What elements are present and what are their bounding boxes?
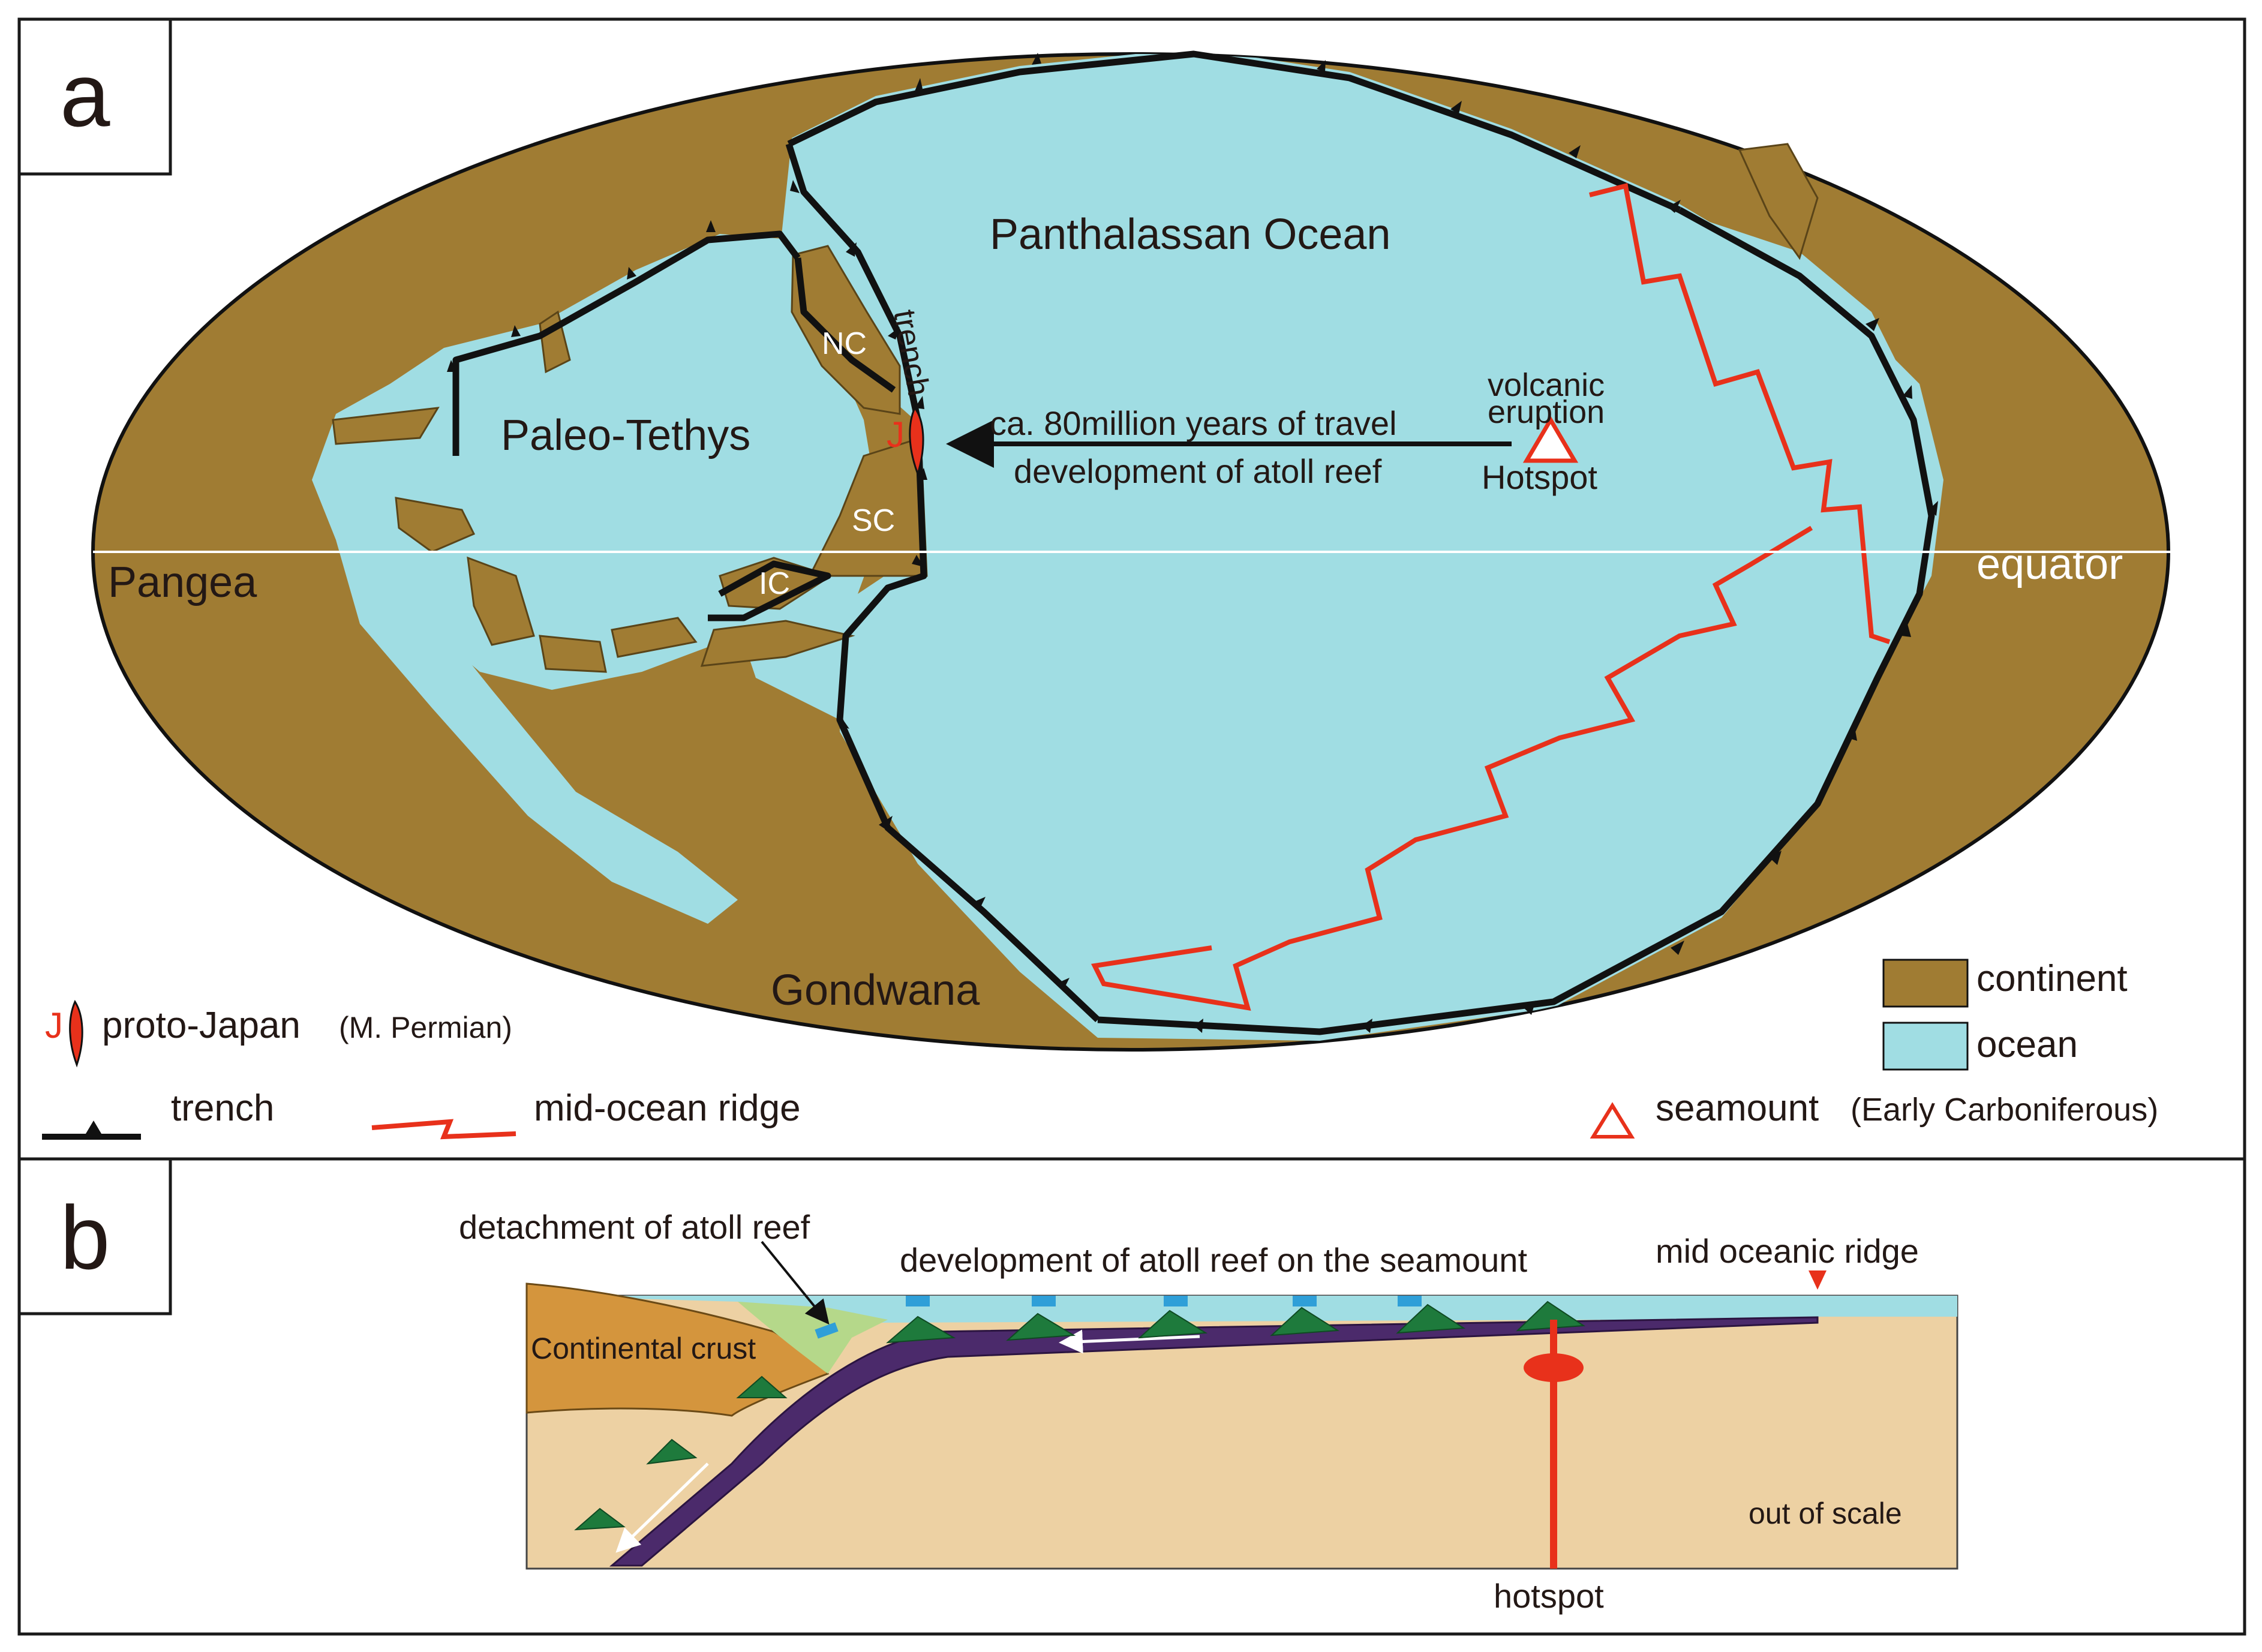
subducting-slab [609,1316,1819,1567]
hotspot-label: Hotspot [1482,458,1597,496]
atoll-reefs [815,1296,1422,1339]
east-sliver [1738,143,1819,260]
j-mark-label: J [887,414,905,455]
legend-seamount: seamount [1656,1088,1819,1129]
ic-label: IC [759,566,790,601]
hotspot-seamount-icon [1522,416,1579,463]
legend-ocean: ocean [1976,1024,2078,1065]
panel-b-frame [17,1157,2246,1636]
panthalassa-east-trench [1097,207,1935,1035]
trench-teeth [447,53,1938,1033]
ridge-label: mid oceanic ridge [1656,1232,1919,1270]
southern-embayment [336,540,738,924]
panthalassa-north-trench [787,50,1681,214]
nc-trench [794,257,896,393]
equator-label: equator [1976,540,2123,588]
legend-proto-japan-icon [69,999,83,1068]
slab-dip-arrow [615,1462,709,1553]
nc-label: NC [822,326,867,361]
tethys-north-trench [452,230,801,456]
tethys-island-1 [332,407,440,445]
slab-top-arrow [1059,1329,1200,1354]
legend-continent: continent [1976,958,2128,999]
travel-line-2: development of atoll reef [1014,452,1382,490]
ridge-marker-icon [1809,1270,1827,1290]
continental-crust-label: Continental crust [531,1332,756,1365]
legend-trench-symbol [42,1121,141,1140]
panel-b-letter-box [17,1157,172,1315]
panthalassan-ocean [780,54,1943,1041]
legend-seamount-age: (Early Carboniferous) [1851,1092,2158,1128]
detachment-leader [761,1240,830,1325]
seamounts [574,1300,1585,1531]
legend-trench: trench [171,1088,274,1129]
northwest-island [539,310,571,374]
ridge-north-east [1589,183,1891,644]
legend-proto-japan: proto-Japan [102,1005,301,1046]
development-label: development of atoll reef on the seamoun… [900,1241,1527,1279]
magma-chamber [1524,1353,1584,1382]
legend-seamount-icon [1590,1102,1635,1139]
gondwana-label: Gondwana [771,966,980,1014]
ocean-name: Panthalassan Ocean [990,211,1390,259]
legend-ridge-symbol [371,1119,516,1140]
sea-water [527,1296,1957,1323]
southern-strip-block [700,620,855,667]
panel-a-letter-box [17,17,172,176]
legend-ridge: mid-ocean ridge [534,1088,801,1129]
cross-section: detachment of atoll reef development of … [459,1208,1958,1615]
hotspot-b-label: hotspot [1494,1577,1604,1615]
globe-map: Panthalassan Ocean Paleo-Tethys Pangea G… [91,50,2189,1052]
detachment-label: detachment of atoll reef [459,1208,810,1246]
legend-ocean-swatch [1882,1022,1969,1071]
paleo-tethys-label: Paleo-Tethys [501,412,750,459]
tethys-island-2 [395,497,476,553]
proto-japan-icon [909,406,924,477]
eruption-label: eruption [1488,394,1605,430]
pangea-label: Pangea [108,558,257,606]
volcanic-label: volcanic [1488,367,1605,403]
northeast-marginal-sea [1692,216,1907,384]
legend-continent-swatch [1882,959,1969,1008]
tethys-island-4 [539,635,607,673]
ridge-south-west [1091,525,1813,1011]
travel-line-1: ca. 80million years of travel [990,404,1397,442]
sc-label: SC [852,503,895,538]
tethys-island-5 [611,617,698,658]
east-asia-trench [785,143,1100,1022]
out-of-scale-label: out of scale [1749,1497,1902,1530]
panel-a-letter: a [60,44,110,145]
shelf-sediment [738,1302,888,1374]
legend-japan-mark: J [45,1005,63,1046]
legend-proto-japan-age: (M. Permian) [339,1011,512,1044]
tethys-island-3 [467,556,535,646]
panel-b-letter: b [60,1187,110,1288]
ic-trench [708,560,831,621]
legend: J proto-Japan (M. Permian) trench mid-oc… [42,958,2158,1140]
continental-crust [525,1282,830,1417]
